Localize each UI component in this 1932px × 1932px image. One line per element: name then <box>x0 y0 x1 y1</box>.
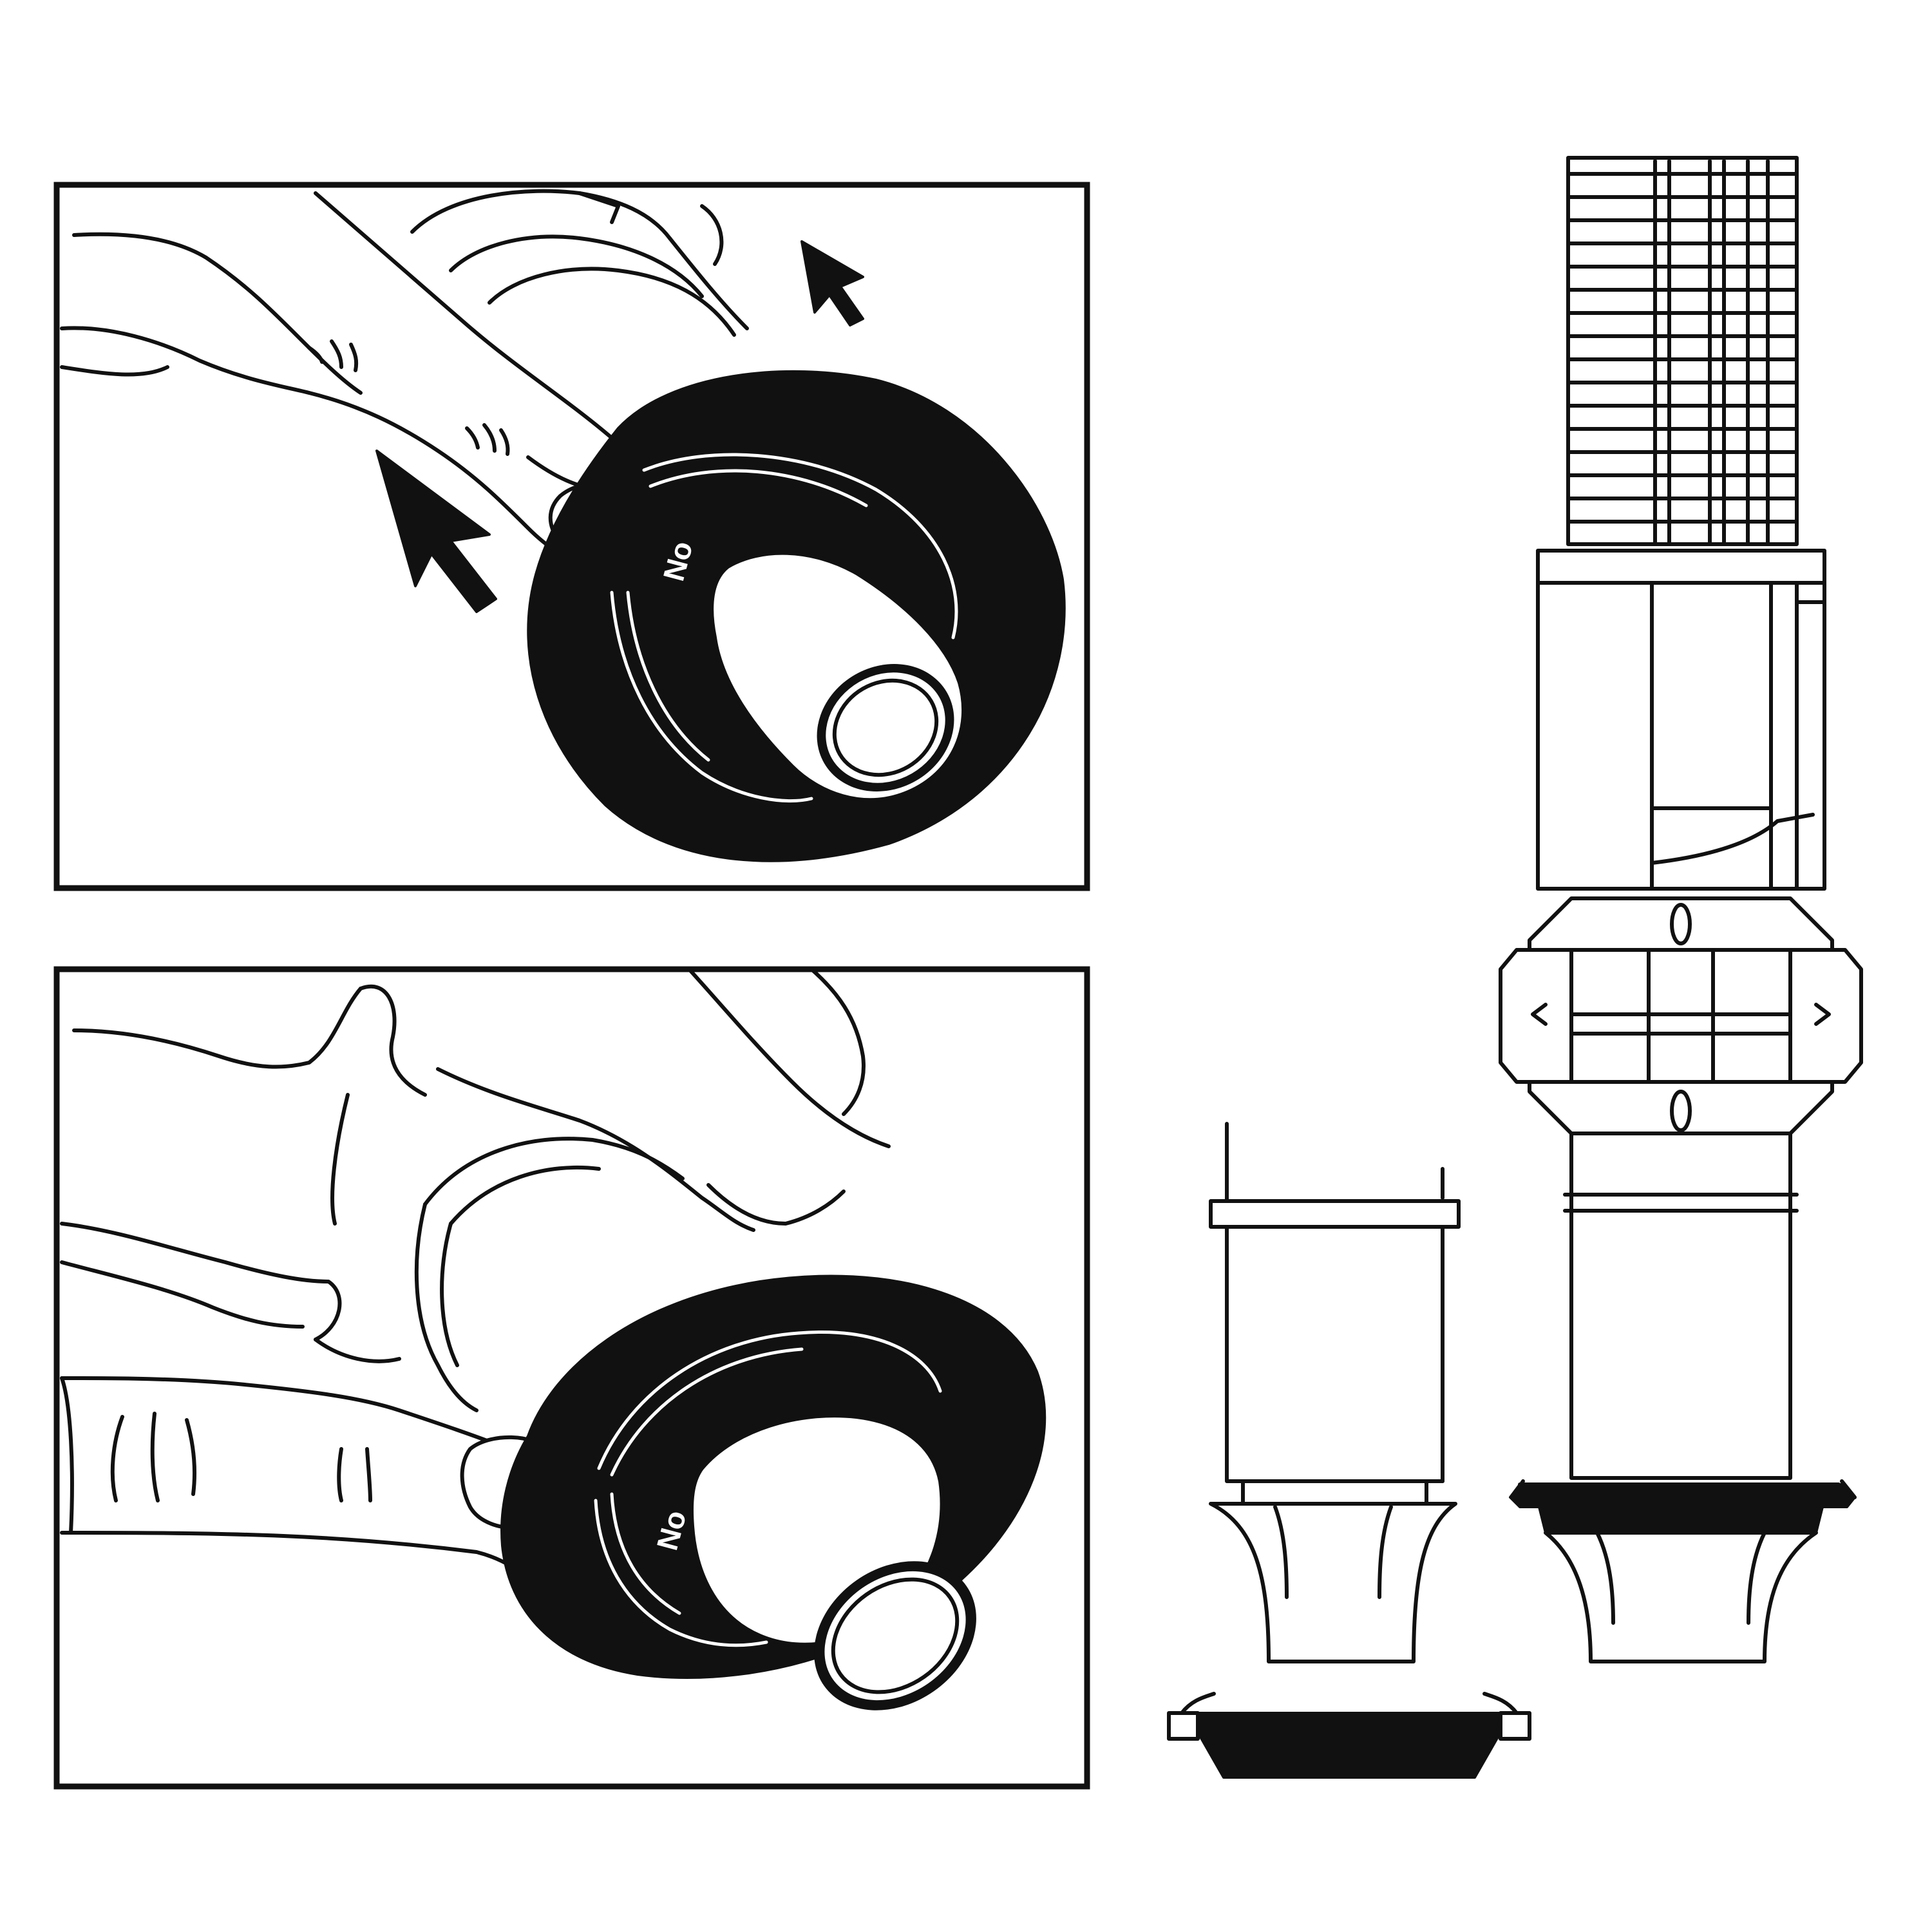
press-sleeve-lower <box>1563 1132 1799 1480</box>
fitting-exploded <box>1167 1122 1531 1779</box>
seal-ring-top: No <box>527 370 1066 862</box>
fitting-body-top <box>410 189 749 337</box>
flared-tail-exploded <box>1209 1502 1457 1663</box>
arrow-icon-upper <box>800 240 864 327</box>
thread-body <box>1566 156 1799 546</box>
panel-top: No <box>53 182 1090 891</box>
sealing-washer-assembled <box>1509 1479 1857 1534</box>
thread-ridges <box>1566 172 1799 524</box>
arrow-icon-left <box>375 450 497 613</box>
panel-bottom: No <box>53 966 1090 1790</box>
threaded-hose-end <box>1566 156 1799 546</box>
seal-ring-bottom: No <box>500 1274 1046 1710</box>
fitting-assembled <box>1499 156 1863 1663</box>
flared-tail-assembled <box>1544 1531 1818 1663</box>
union-nut <box>1499 896 1863 1135</box>
press-sleeve-upper <box>1536 549 1826 891</box>
press-sleeve-exploded <box>1209 1122 1461 1506</box>
sealing-washer-exploded <box>1167 1692 1531 1779</box>
